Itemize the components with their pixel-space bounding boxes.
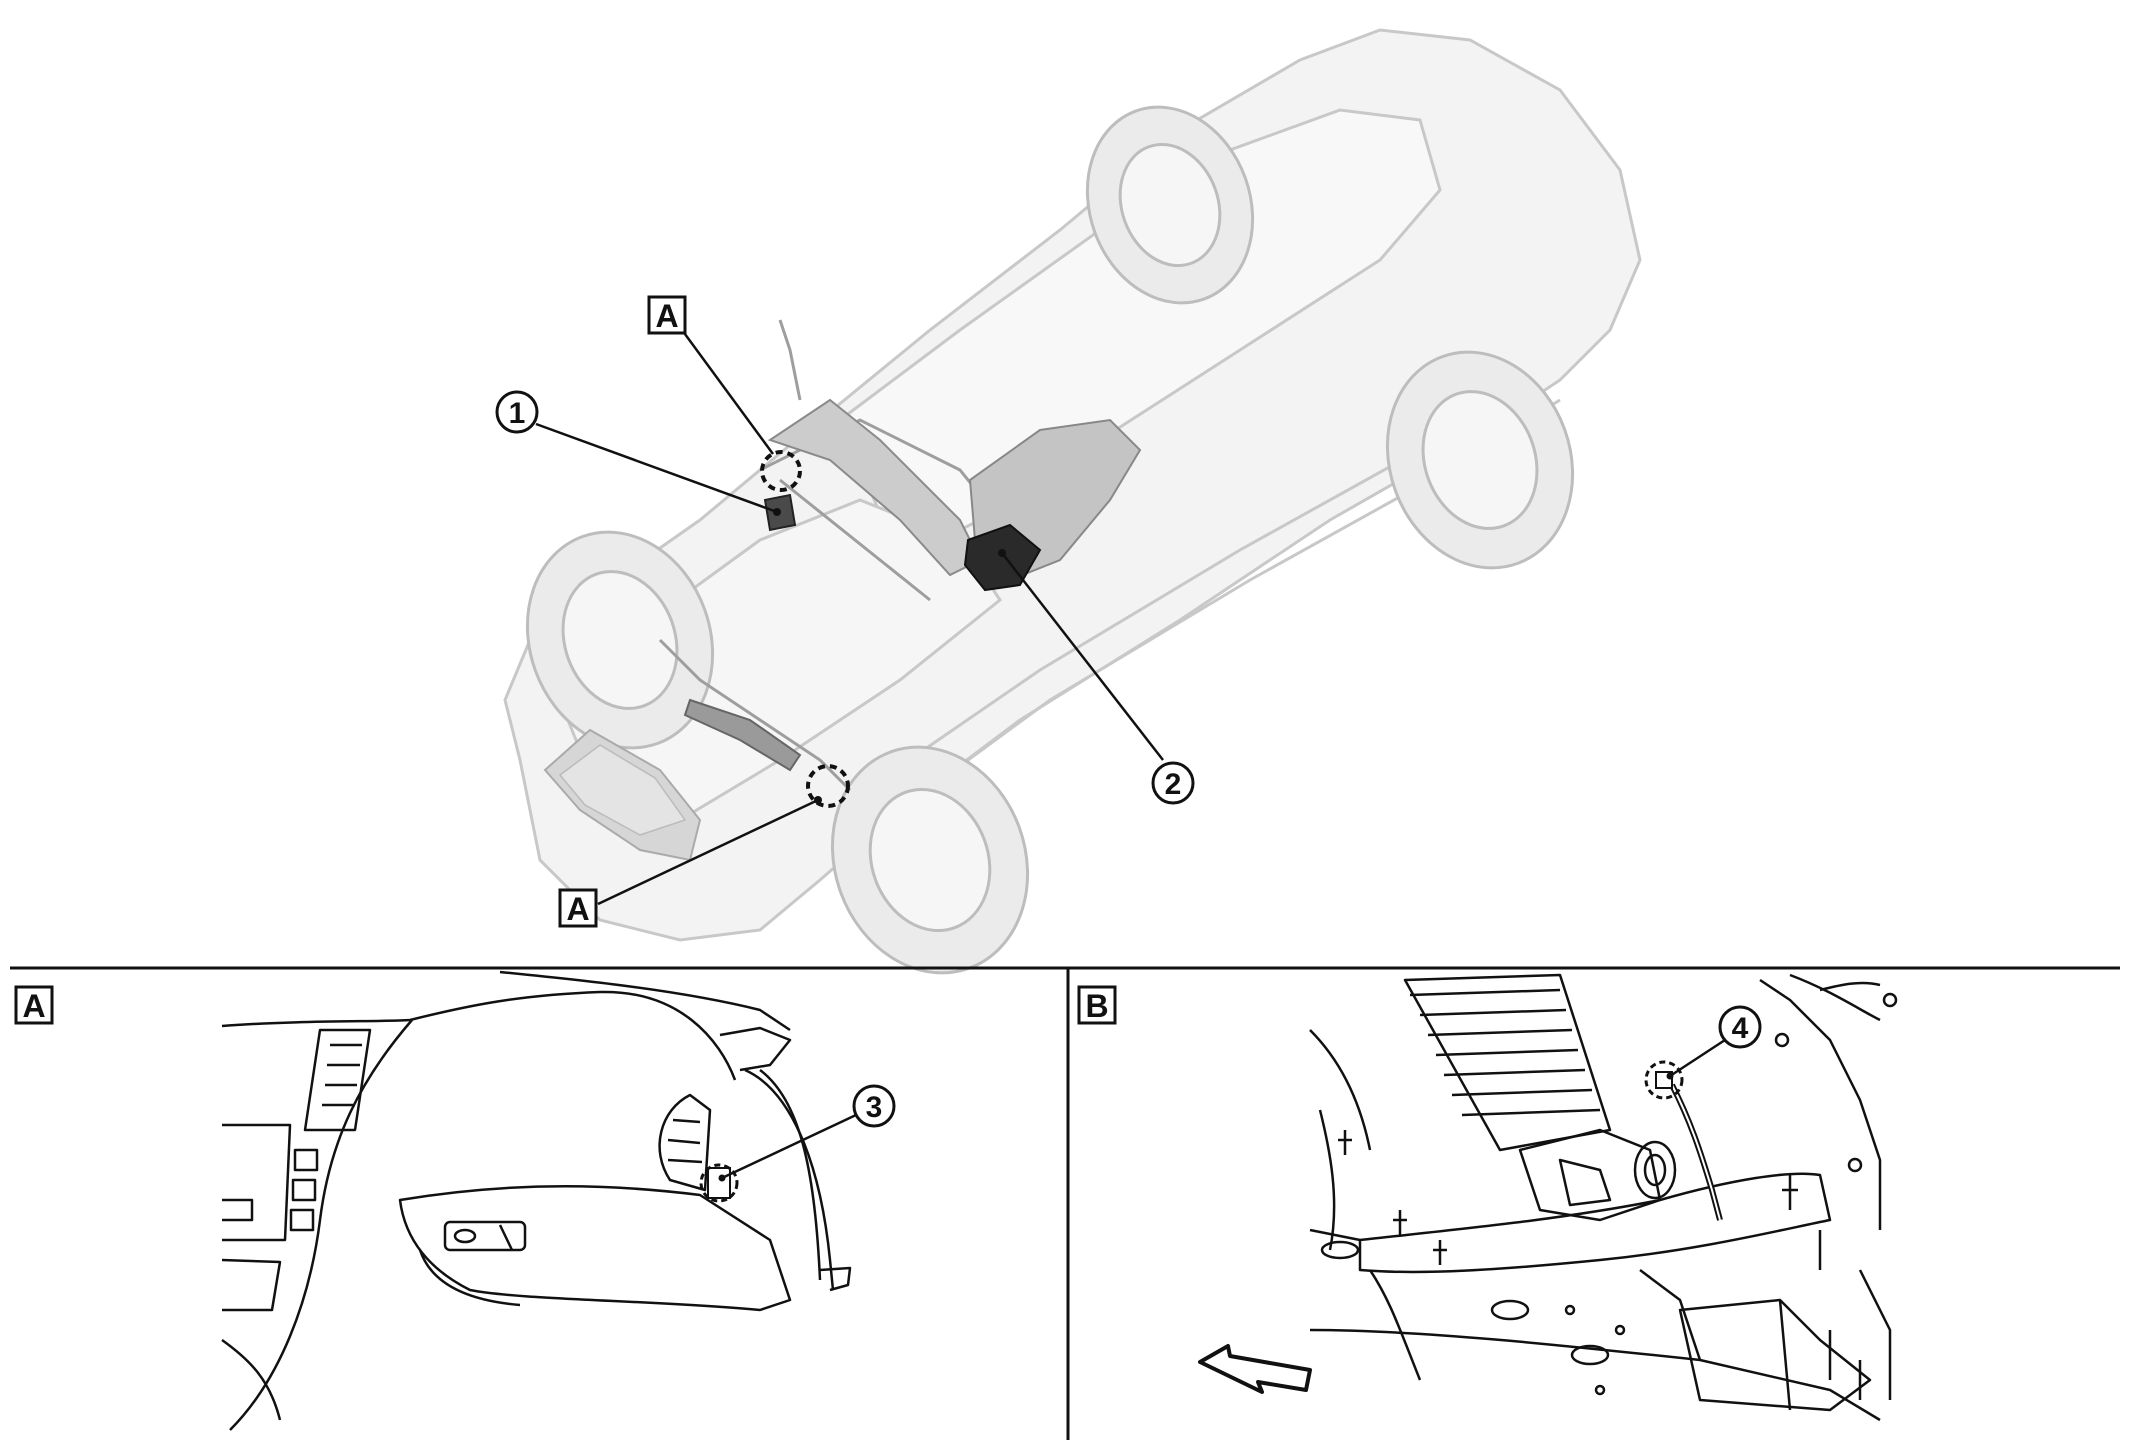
svg-text:4: 4 xyxy=(1732,1012,1749,1045)
vehicle-front-arrow-icon xyxy=(1198,1344,1312,1394)
svg-text:A: A xyxy=(655,298,678,334)
leader-line-4 xyxy=(1669,1038,1726,1078)
car-ghost-wheels xyxy=(525,105,1575,975)
view-a-box-label: A xyxy=(14,985,54,1025)
callout-4: 4 xyxy=(1718,1005,1762,1049)
callout-1: 1 xyxy=(495,390,539,434)
leader-lines xyxy=(535,329,1164,906)
component-4-part xyxy=(1644,1060,1684,1100)
steering-column-part xyxy=(683,698,802,772)
underbody-line-art xyxy=(1309,973,1898,1422)
leader-dots xyxy=(773,508,1006,804)
location-circle-a-upper xyxy=(760,450,802,492)
view-a-label-upper: A xyxy=(647,295,687,335)
svg-text:1: 1 xyxy=(509,397,526,430)
view-a-label-lower: A xyxy=(558,888,598,928)
detail-view-b: B xyxy=(1077,973,1898,1422)
callout-3: 3 xyxy=(852,1084,896,1128)
callout-2: 2 xyxy=(1151,761,1195,805)
dashboard-line-art xyxy=(221,970,852,1431)
panel-dividers xyxy=(10,966,2120,1440)
svg-text:3: 3 xyxy=(866,1091,883,1124)
svg-text:A: A xyxy=(566,891,589,927)
view-b-box-label: B xyxy=(1077,985,1117,1025)
leader-line-3 xyxy=(721,1113,857,1180)
svg-text:B: B xyxy=(1085,988,1108,1024)
drive-shaft-boot xyxy=(1403,973,1612,1152)
svg-text:A: A xyxy=(22,988,45,1024)
svg-text:2: 2 xyxy=(1165,768,1182,801)
car-front-grille xyxy=(543,728,702,862)
component-2-part xyxy=(963,523,1042,592)
vehicle-overview xyxy=(503,28,1642,975)
location-circle-a-lower xyxy=(806,764,850,808)
detail-view-a: A xyxy=(14,970,896,1431)
